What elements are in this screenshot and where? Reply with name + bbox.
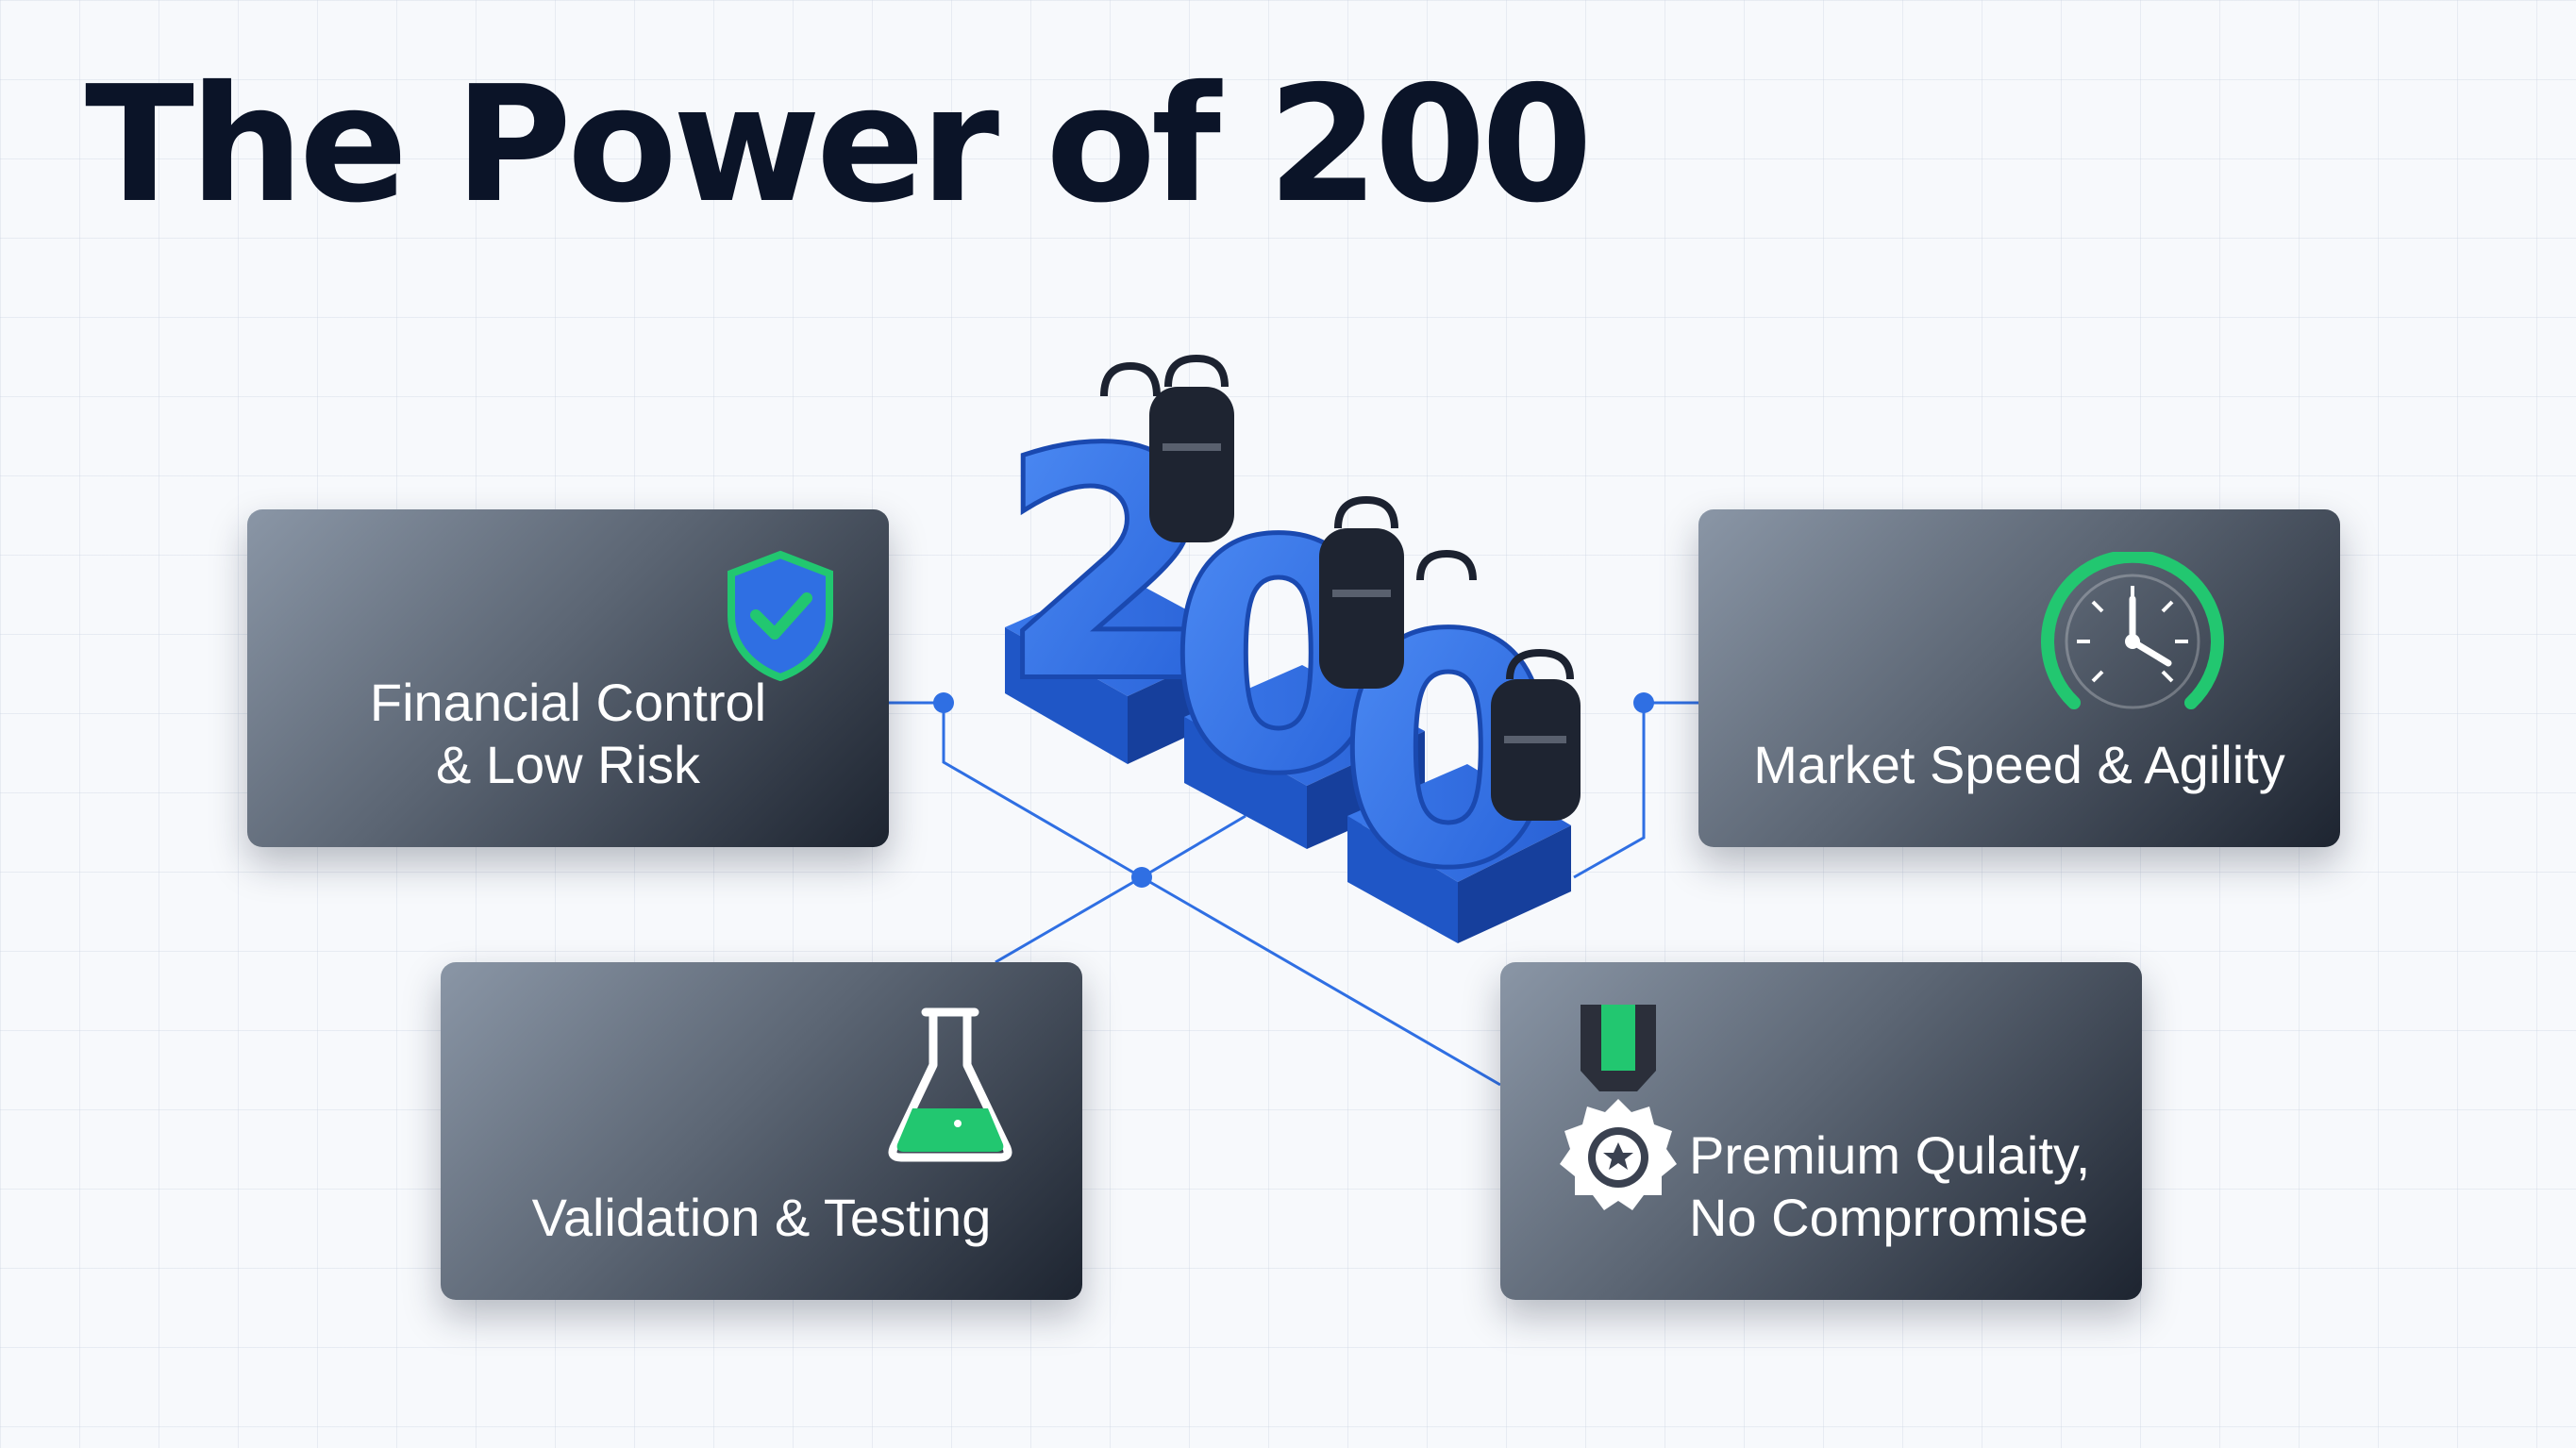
card-validation-label: Validation & Testing — [531, 1188, 992, 1247]
card-financial-line1: Financial Control — [369, 673, 767, 732]
connector-quality — [1141, 875, 1501, 1087]
stopwatch-gauge-icon — [2041, 552, 2224, 709]
connector-financial — [889, 701, 1143, 879]
hero-200-graphic: 2 0 0 — [995, 354, 1581, 943]
backpack-icon — [1416, 549, 1477, 581]
card-financial-label: Financial Control & Low Risk — [247, 672, 889, 796]
award-medal-icon — [1560, 1005, 1677, 1210]
card-quality-line2: No Comprromise — [1689, 1188, 2089, 1247]
card-financial-line2: & Low Risk — [435, 735, 701, 794]
backpack-icon — [1491, 648, 1581, 821]
connector-node-center — [1131, 867, 1152, 888]
connector-market — [1573, 701, 1698, 879]
digit-base-2 — [1005, 575, 1246, 764]
card-quality-line1: Premium Qulaity, — [1689, 1125, 2091, 1185]
backpack-icon — [1100, 354, 1234, 542]
card-market-speed: Market Speed & Agility — [1698, 509, 2340, 847]
card-validation-testing: Validation & Testing — [441, 962, 1082, 1300]
card-market-label: Market Speed & Agility — [1753, 735, 2285, 794]
backpack-icon — [1319, 495, 1404, 689]
flask-icon — [888, 1007, 1012, 1162]
shield-check-icon — [728, 550, 833, 681]
page-title: The Power of 200 — [85, 52, 1593, 239]
card-premium-quality: Premium Qulaity, No Comprromise — [1500, 962, 2142, 1300]
connector-node-financial — [933, 692, 954, 713]
connector-nodes — [933, 692, 1654, 888]
digit-base-0a — [1184, 665, 1425, 849]
card-quality-label: Premium Qulaity, No Comprromise — [1689, 1124, 2090, 1249]
card-financial-control: Financial Control & Low Risk — [247, 509, 889, 847]
connector-node-market — [1633, 692, 1654, 713]
